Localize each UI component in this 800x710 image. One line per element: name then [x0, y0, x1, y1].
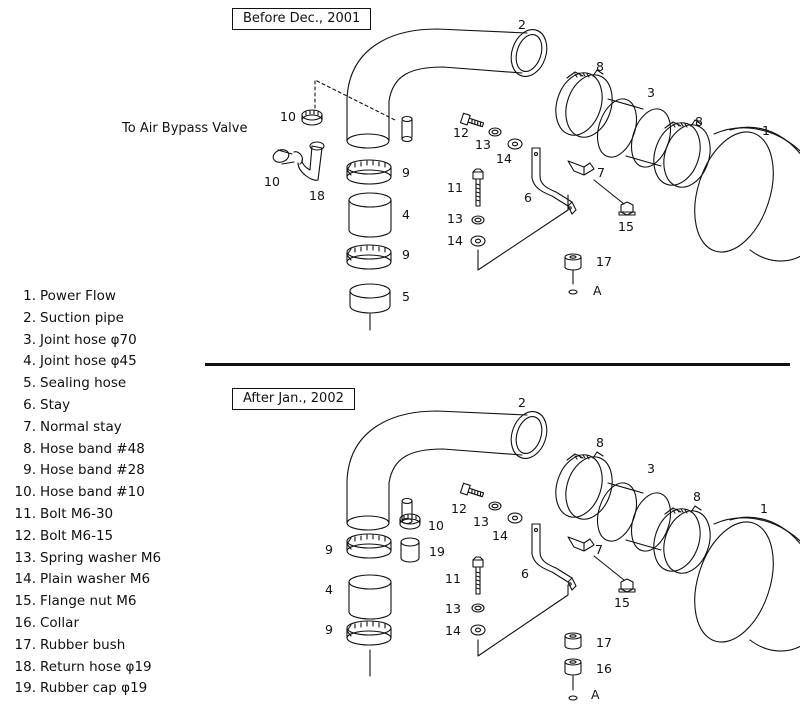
callout-bottom-9a: 9: [325, 542, 333, 557]
callout-bottom-19: 19: [429, 544, 445, 559]
parts-legend: 1.Power Flow 2.Suction pipe 3.Joint hose…: [6, 286, 162, 700]
callout-bottom-13b: 13: [445, 601, 461, 616]
callout-top-15: 15: [618, 219, 634, 234]
legend-item: 2.Suction pipe: [23, 309, 124, 326]
callout-bottom-11: 11: [445, 571, 461, 586]
callout-top-5: 5: [402, 289, 410, 304]
callout-bottom-9b: 9: [325, 622, 333, 637]
legend-item: 18.Return hose φ19: [14, 658, 152, 675]
callout-top-12: 12: [453, 125, 469, 140]
callout-top-1: 1: [762, 123, 770, 138]
callout-bottom-3: 3: [647, 461, 655, 476]
legend-item: 16.Collar: [14, 614, 80, 631]
legend-item: 1.Power Flow: [23, 288, 116, 304]
section-title-before: Before Dec., 2001: [232, 8, 372, 30]
legend-item: 15.Flange nut M6: [14, 593, 137, 610]
callout-top-13a: 13: [475, 137, 491, 152]
legend-item: 8.Hose band #48: [23, 440, 145, 457]
callout-bottom-6: 6: [521, 566, 529, 581]
section-divider: [205, 363, 790, 366]
legend-item: 3.Joint hose φ70: [23, 331, 137, 348]
callout-bottom-7: 7: [595, 542, 603, 557]
legend-item: 14.Plain washer M6: [14, 571, 151, 588]
legend-item: 10.Hose band #10: [14, 484, 145, 501]
callout-top-4: 4: [402, 207, 410, 222]
callout-bottom-15: 15: [614, 595, 630, 610]
callout-top-9a: 9: [402, 165, 410, 180]
callout-top-9b: 9: [402, 247, 410, 262]
callout-top-11: 11: [447, 180, 463, 195]
callout-top-A: A: [593, 283, 602, 298]
callout-bottom-14a: 14: [492, 528, 508, 543]
callout-top-14a: 14: [496, 151, 512, 166]
callout-bottom-1: 1: [760, 501, 768, 516]
legend-item: 19.Rubber cap φ19: [14, 680, 148, 697]
callout-bottom-2: 2: [518, 395, 526, 410]
callout-bottom-8a: 8: [596, 435, 604, 450]
callout-top-17: 17: [596, 254, 612, 269]
callout-bottom-16: 16: [596, 661, 612, 676]
callout-top-2: 2: [518, 17, 526, 32]
callout-bottom-8b: 8: [693, 489, 701, 504]
callout-bottom-4: 4: [325, 582, 333, 597]
callout-bottom-13a: 13: [473, 514, 489, 529]
callout-top-3: 3: [647, 85, 655, 100]
callout-bottom-14b: 14: [445, 623, 461, 638]
legend-item: 7.Normal stay: [23, 418, 122, 435]
callout-top-8b: 8: [695, 114, 703, 129]
legend-item: 6.Stay: [23, 396, 71, 413]
callout-top-6: 6: [524, 190, 532, 205]
callout-top-14b: 14: [447, 233, 463, 248]
legend-item: 13.Spring washer M6: [14, 549, 162, 566]
legend-item: 5.Sealing hose: [23, 375, 127, 392]
legend-item: 11.Bolt M6-30: [14, 505, 114, 522]
section-title-after: After Jan., 2002: [232, 388, 355, 410]
air-bypass-note: To Air Bypass Valve: [122, 121, 248, 136]
callout-top-8a: 8: [596, 59, 604, 74]
callout-top-18: 18: [309, 188, 325, 203]
callout-top-10b: 10: [264, 174, 280, 189]
legend-item: 17.Rubber bush: [14, 636, 126, 653]
callout-bottom-17: 17: [596, 635, 612, 650]
callout-top-13b: 13: [447, 211, 463, 226]
callout-bottom-A: A: [591, 687, 600, 702]
callout-top-10a: 10: [280, 109, 296, 124]
legend-item: 12.Bolt M6-15: [14, 527, 114, 544]
legend-item: 9.Hose band #28: [23, 462, 145, 479]
callout-bottom-12: 12: [451, 501, 467, 516]
callout-top-7: 7: [597, 165, 605, 180]
legend-item: 4.Joint hose φ45: [23, 353, 137, 370]
callout-bottom-10: 10: [428, 518, 444, 533]
